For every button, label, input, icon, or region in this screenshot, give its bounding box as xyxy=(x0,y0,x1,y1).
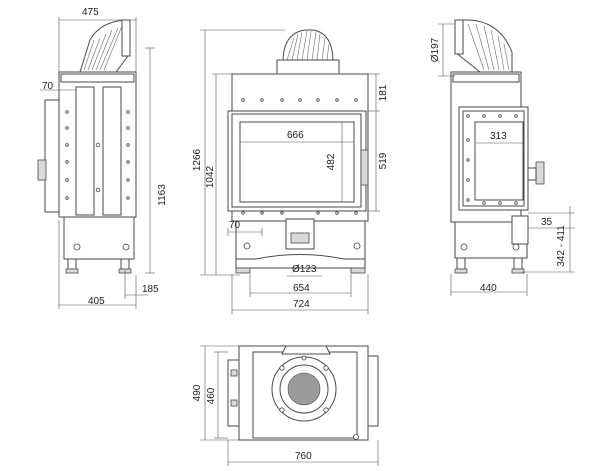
side-dimensions xyxy=(40,17,155,309)
dim-313: 313 xyxy=(490,131,507,142)
dim-1042: 1042 xyxy=(205,165,216,188)
side-view xyxy=(37,19,137,274)
dim-405: 405 xyxy=(88,296,105,307)
dim-70-front: 70 xyxy=(229,220,241,231)
dim-1266: 1266 xyxy=(192,148,203,171)
dim-666: 666 xyxy=(287,130,304,141)
dim-475: 475 xyxy=(82,7,99,18)
dim-724: 724 xyxy=(293,299,310,310)
dim-440: 440 xyxy=(480,283,497,294)
dim-185: 185 xyxy=(142,284,159,295)
right-side-dimensions xyxy=(438,23,575,296)
top-dimensions xyxy=(200,345,379,466)
dim-760: 760 xyxy=(295,451,312,462)
dim-482: 482 xyxy=(326,153,337,170)
dim-342-411: 342 - 411 xyxy=(556,225,567,267)
dim-diameter-123: Ø123 xyxy=(292,264,317,275)
top-view xyxy=(227,345,379,441)
dim-519: 519 xyxy=(378,152,389,169)
dim-490: 490 xyxy=(192,384,203,401)
dim-654: 654 xyxy=(293,283,310,294)
front-view xyxy=(227,29,369,274)
dim-35: 35 xyxy=(541,217,553,228)
front-dimensions xyxy=(200,29,380,314)
dim-diameter-197: Ø197 xyxy=(430,37,441,62)
dim-1163: 1163 xyxy=(157,184,168,206)
dim-70-side: 70 xyxy=(42,81,54,92)
dim-460: 460 xyxy=(206,387,217,404)
dim-181: 181 xyxy=(378,84,389,101)
right-side-view xyxy=(450,19,545,274)
